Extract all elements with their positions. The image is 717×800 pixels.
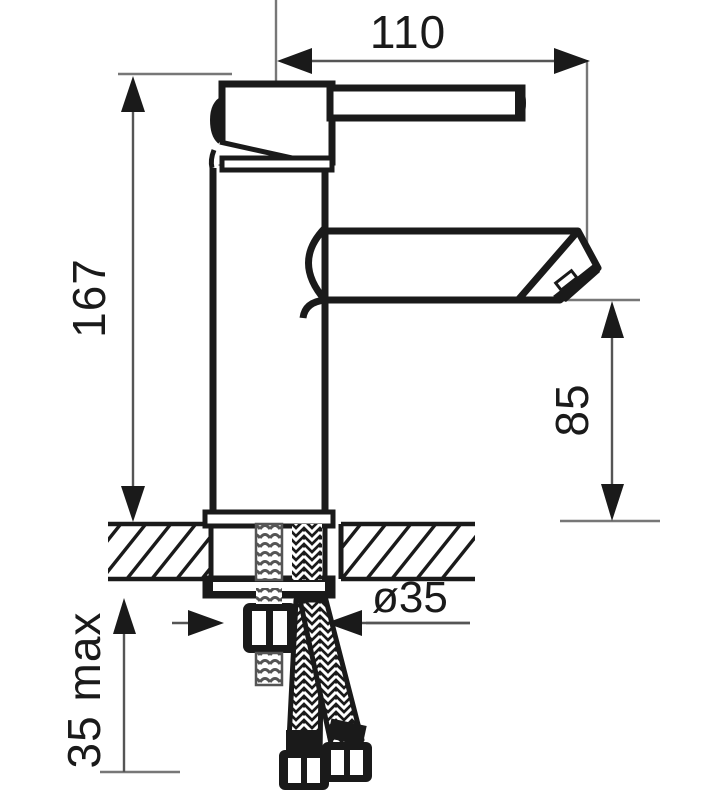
lever-handle (326, 84, 526, 122)
spout-arm (299, 225, 578, 319)
handle-skirt-curve (208, 149, 217, 169)
braided-hose-right (297, 597, 372, 782)
threaded-mounting-stud (254, 522, 284, 582)
overall-height-dimension (118, 72, 232, 522)
aerator-face (553, 262, 600, 302)
spout-lower-fillet (299, 296, 326, 319)
arrow-right-110 (554, 48, 590, 74)
dimension-label-35-max: 35 max (58, 612, 110, 769)
handle-skirt-edge (219, 139, 293, 161)
handle-pivot-bulge (210, 96, 222, 146)
spout-tip-aerator (514, 227, 602, 304)
aerator-notch (553, 268, 580, 293)
arrow-bottom-167 (121, 486, 145, 522)
braided-hose-in-counter (292, 524, 328, 580)
arrow-top-35max (113, 598, 136, 634)
mounting-hole-diameter-dimension (172, 610, 470, 636)
arrow-top-85 (601, 301, 624, 338)
dimension-label-110: 110 (370, 6, 446, 58)
arrow-left-d35 (188, 610, 224, 636)
cartridge-housing (208, 80, 336, 173)
spout-neck-curve (305, 225, 328, 303)
arrow-left-110 (277, 48, 312, 74)
body-column (209, 168, 329, 513)
arrow-right-d35 (326, 610, 362, 636)
dimension-label-167: 167 (63, 258, 115, 338)
counter-hatched-section (108, 521, 475, 582)
counter-thickness-dimension (100, 598, 180, 774)
dimension-label-85: 85 (546, 383, 598, 436)
lever-end-cap (515, 88, 526, 118)
hose-connector-nut-right (322, 742, 372, 782)
arrow-top-167 (121, 76, 145, 112)
hose-connector-nut-left (279, 750, 329, 790)
hex-nut (243, 588, 297, 687)
dimension-label-d35: ø35 (372, 573, 448, 622)
spout-reach-dimension (277, 48, 590, 250)
arrow-bottom-85 (601, 484, 624, 521)
spout-height-dimension (560, 298, 660, 523)
